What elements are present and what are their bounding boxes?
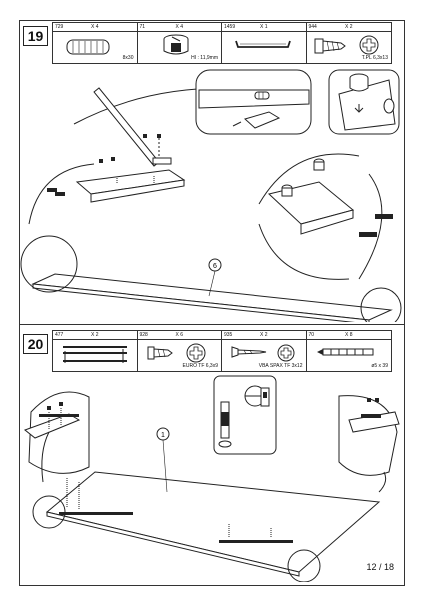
part-code: 935 xyxy=(224,332,233,338)
part-qty: X 2 xyxy=(90,332,99,338)
part-qty: X 4 xyxy=(90,24,99,30)
part-code: 944 xyxy=(308,24,317,30)
part-note: ø5 x 39 xyxy=(371,363,388,369)
part-spax-screw: 935 X 2 VBA SPAX TF 3x12 xyxy=(222,331,307,371)
detail-right-hinge xyxy=(338,395,400,476)
part-qty: X 6 xyxy=(175,332,184,338)
part-code: 71 xyxy=(139,24,146,30)
metal-bracket-icon xyxy=(235,40,291,48)
part-qty: X 2 xyxy=(259,332,268,338)
part-qty: X 2 xyxy=(344,24,353,30)
step-number-20: 20 xyxy=(23,334,48,354)
part-qty: X 1 xyxy=(259,24,268,30)
main-panel-1: 1 xyxy=(32,427,387,582)
step-number-19: 19 xyxy=(23,26,48,46)
part-dowel: 729 X 4 8x30 xyxy=(53,23,138,63)
part-bracket: 1459 X 1 xyxy=(222,23,307,63)
wooden-dowel-icon xyxy=(66,39,110,55)
page-number: 12 / 18 xyxy=(366,562,394,572)
part-hinge-rail: 477 X 2 xyxy=(53,331,138,371)
callout-label-panel: 1 xyxy=(161,432,165,439)
callout-label-board: 6 xyxy=(213,263,217,270)
hinge-rail-icon xyxy=(63,346,127,363)
part-code: 1459 xyxy=(224,24,236,30)
right-panel-assembly xyxy=(267,158,393,237)
spax-screw-icon xyxy=(231,344,295,362)
long-board-6: 6 xyxy=(20,235,402,322)
part-note: EURO TF 6,3x9 xyxy=(182,363,218,369)
page-frame xyxy=(19,20,405,586)
part-note: 8x30 xyxy=(122,55,134,61)
euro-screw-icon xyxy=(147,343,205,363)
detail-left-hinge xyxy=(23,391,90,474)
detail-cam-lock xyxy=(328,69,400,135)
parts-strip-step-20: 477 X 2 928 X 6 EURO TF 6,3x9 935 X 2 xyxy=(52,330,392,372)
step-19-illustration: 6 xyxy=(20,69,402,322)
part-note: VBA SPAX TF 3x12 xyxy=(258,363,303,369)
part-note: HI : 11,9mm xyxy=(191,55,218,61)
part-wall-plug: 70 X 8 ø5 x 39 xyxy=(306,331,391,371)
part-note: T.PL 6,3x13 xyxy=(361,55,388,61)
part-cam-lock: 71 X 4 HI : 11,9mm xyxy=(137,23,222,63)
part-code: 729 xyxy=(55,24,64,30)
step-divider xyxy=(19,324,405,325)
detail-wall-plug xyxy=(213,375,277,455)
parts-strip-step-19: 729 X 4 8x30 71 X 4 HI : 11,9mm 1459 X 1 94… xyxy=(52,22,392,64)
part-screw: 944 X 2 T.PL 6,3x13 xyxy=(306,23,391,63)
part-code: 477 xyxy=(55,332,64,338)
part-qty: X 4 xyxy=(175,24,184,30)
left-panel-assembly xyxy=(47,87,186,203)
part-euro-screw: 928 X 6 EURO TF 6,3x9 xyxy=(137,331,222,371)
step-20-illustration: 1 xyxy=(23,375,400,582)
part-code: 70 xyxy=(308,332,315,338)
wall-plug-icon xyxy=(316,348,373,356)
detail-dowel-insert xyxy=(195,69,312,135)
phillips-screw-icon xyxy=(314,35,378,55)
part-code: 928 xyxy=(139,332,148,338)
part-qty: X 8 xyxy=(344,332,353,338)
cam-lock-icon xyxy=(163,34,188,55)
